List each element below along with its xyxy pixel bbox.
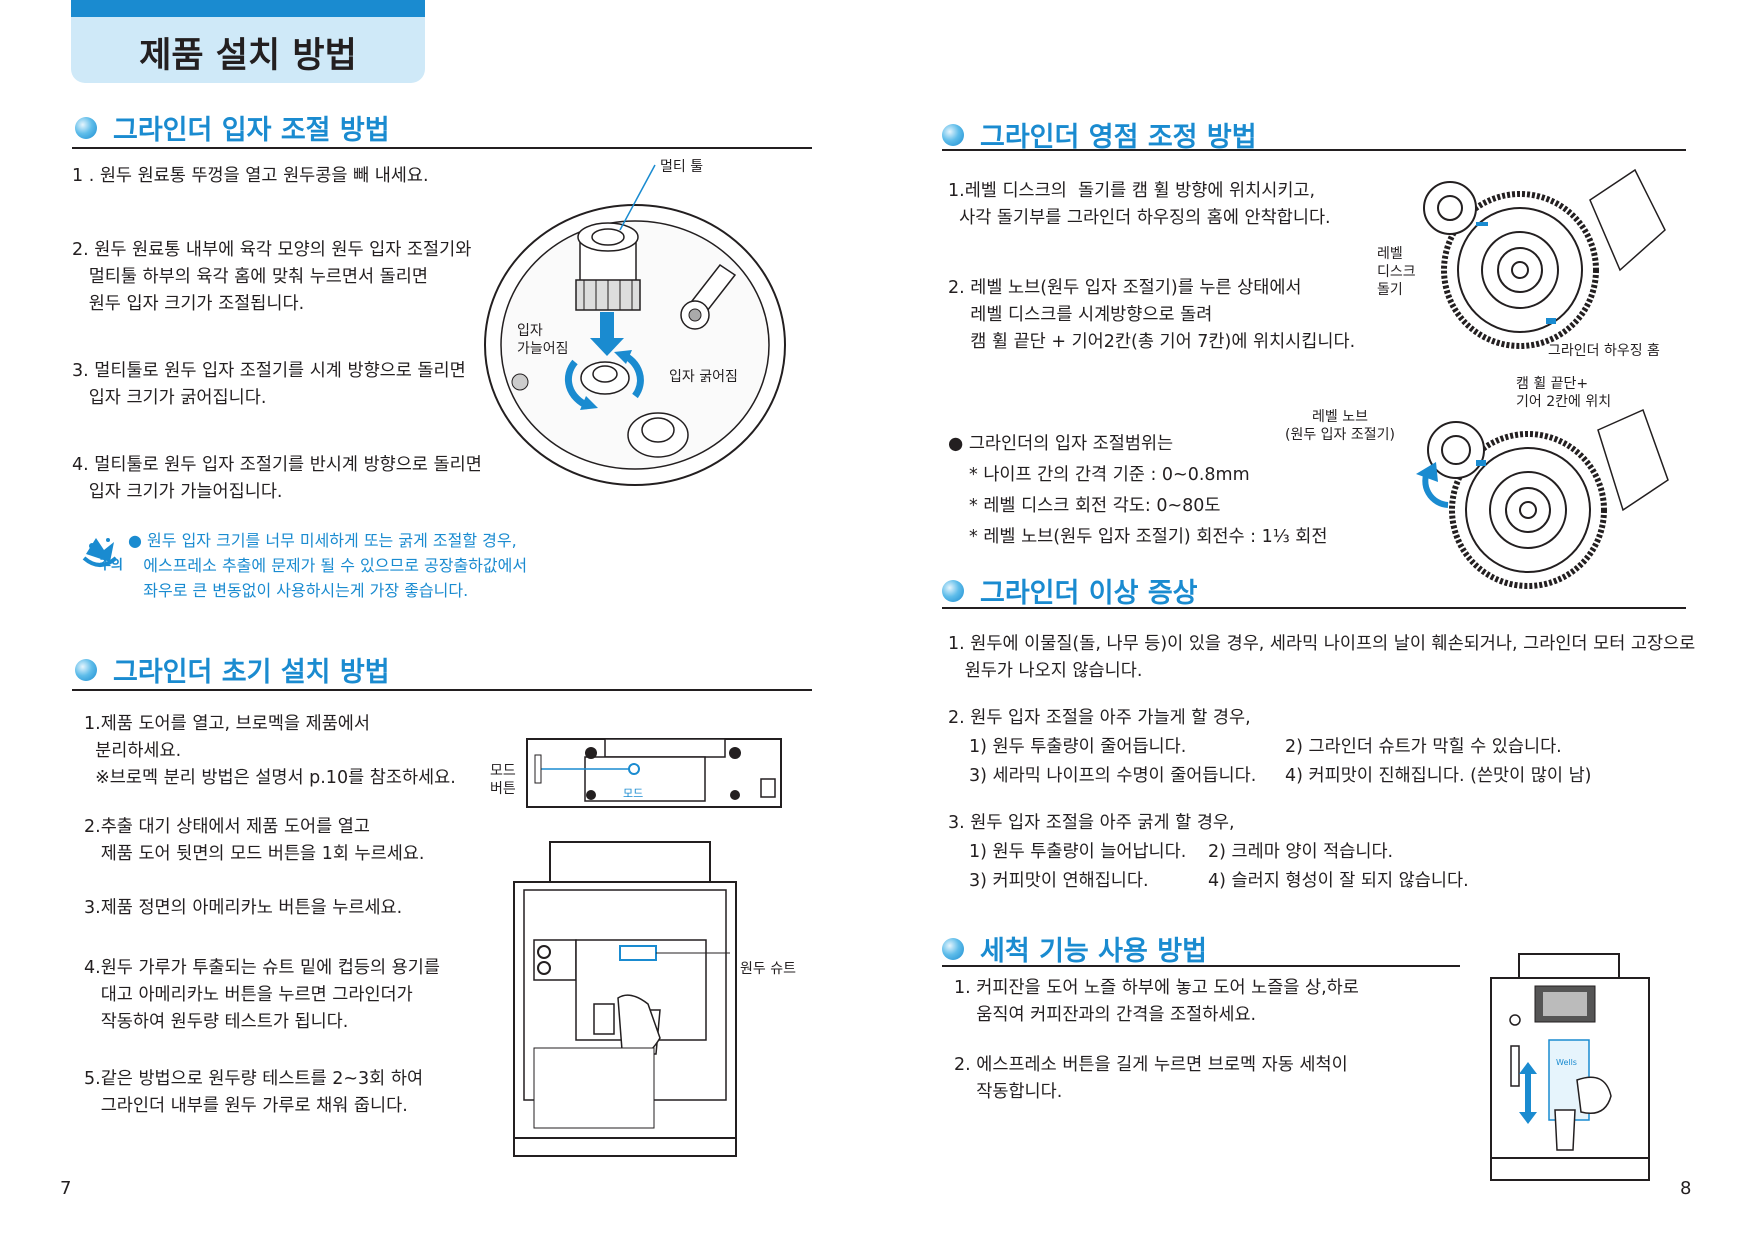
figure-label: 그라인더 하우징 홈 (1548, 343, 1660, 359)
grinder-top-view-figure (480, 150, 810, 490)
step-text: 4. 멀티툴로 원두 입자 조절기를 반시계 방향으로 돌리면 입자 크기가 가… (72, 455, 482, 502)
abnormal-sub: 4) 커피맛이 진해집니다. (쓴맛이 많이 남) (1285, 766, 1592, 786)
step-text: 5.같은 방법으로 원두량 테스트를 2~3회 하여 그라인더 내부를 원두 가… (84, 1069, 424, 1116)
page-title: 제품 설치 방법 (139, 36, 357, 76)
section-rule (942, 965, 1460, 967)
figure-label: 원두 슈트 (740, 961, 796, 977)
caution-icon (78, 532, 122, 576)
step-text: 1. 커피잔을 도어 노즐 하부에 놓고 도어 노즐을 상,하로 움직여 커피잔… (954, 978, 1359, 1025)
caution-text: ● 원두 입자 크기를 너무 미세하게 또는 굵게 조절할 경우, 에스프레소 … (128, 531, 528, 600)
abnormal-sub: 1) 원두 투출량이 줄어듭니다. (969, 737, 1187, 757)
step-text: 2. 에스프레소 버튼을 길게 누르면 브로멕 자동 세척이 작동합니다. (954, 1055, 1348, 1102)
step-text: 2.추출 대기 상태에서 제품 도어를 열고 제품 도어 뒷면의 모드 버튼을 … (84, 817, 425, 864)
section-heading-initial-setup: 그라인더 초기 설치 방법 (75, 650, 390, 689)
page-title-tab: 제품 설치 방법 (71, 0, 425, 83)
abnormal-item: 3. 원두 입자 조절을 아주 굵게 할 경우, (948, 813, 1235, 833)
figure-label: 캠 휠 끝단+ 기어 2칸에 위치 (1516, 376, 1612, 410)
step-text: 4.원두 가루가 투출되는 슈트 밑에 컵등의 용기를 대고 아메리카노 버튼을… (84, 958, 440, 1032)
bullet-dot-icon (942, 123, 964, 146)
abnormal-sub: 2) 크레마 양이 적습니다. (1208, 842, 1394, 862)
figure-label: 입자 굵어짐 (669, 369, 738, 385)
range-item: * 나이프 간의 간격 기준 : 0~0.8mm (969, 465, 1250, 485)
section-heading-grind-adjust: 그라인더 입자 조절 방법 (75, 108, 390, 147)
step-text: 3. 멀티툴로 원두 입자 조절기를 시계 방향으로 돌리면 입자 크기가 굵어… (72, 361, 466, 408)
bullet-dot-icon (942, 937, 964, 960)
machine-front-figure (1485, 950, 1655, 1185)
section-rule (942, 607, 1686, 609)
figure-label: 모드 (623, 787, 644, 800)
page-number: 7 (60, 1178, 72, 1199)
step-text: 1.제품 도어를 열고, 브로멕을 제품에서 분리하세요. ※브로멕 분리 방법… (84, 714, 456, 788)
abnormal-sub: 1) 원두 투출량이 늘어납니다. (969, 842, 1187, 862)
range-item: * 레벨 디스크 회전 각도: 0~80도 (969, 496, 1221, 516)
section-rule (72, 689, 812, 691)
grinder-gear-figure-bottom (1408, 400, 1678, 590)
range-heading: ● 그라인더의 입자 조절범위는 (948, 434, 1174, 454)
section-heading-zero-adjust: 그라인더 영점 조정 방법 (942, 115, 1257, 154)
caution-badge: 주의 (99, 558, 123, 573)
abnormal-sub: 3) 세라믹 나이프의 수명이 줄어듭니다. (969, 766, 1257, 786)
range-item: * 레벨 노브(원두 입자 조절기) 회전수 : 1⅓ 회전 (969, 527, 1328, 547)
abnormal-sub: 4) 슬러지 형성이 잘 되지 않습니다. (1208, 871, 1469, 891)
abnormal-item: 2. 원두 입자 조절을 아주 가늘게 할 경우, (948, 708, 1251, 728)
figure-label: 입자 가늘어짐 (517, 323, 569, 357)
grinder-gear-figure-top (1420, 160, 1670, 350)
step-text: 3.제품 정면의 아메리카노 버튼을 누르세요. (84, 898, 403, 918)
step-text: 2. 레벨 노브(원두 입자 조절기)를 누른 상태에서 레벨 디스크를 시계방… (948, 278, 1356, 352)
figure-label: 멀티 툴 (660, 159, 704, 175)
title-accent-bar (71, 0, 425, 17)
abnormal-item: 1. 원두에 이물질(돌, 나무 등)이 있을 경우, 세라믹 나이프의 날이 … (948, 634, 1696, 681)
door-back-figure (525, 735, 785, 810)
step-text: 1.레벨 디스크의 돌기를 캠 휠 방향에 위치시키고, 사각 돌기부를 그라인… (948, 181, 1331, 228)
section-rule (72, 147, 812, 149)
abnormal-sub: 2) 그라인더 슈트가 막힐 수 있습니다. (1285, 737, 1562, 757)
bullet-dot-icon (75, 658, 97, 681)
abnormal-sub: 3) 커피맛이 연해집니다. (969, 871, 1149, 891)
step-text: 1 . 원두 원료통 뚜껑을 열고 원두콩을 빼 내세요. (72, 166, 429, 186)
brand-label: Wells (1556, 1058, 1577, 1067)
section-heading-cleaning: 세척 기능 사용 방법 (942, 929, 1207, 968)
figure-label: 모드 버튼 (490, 763, 516, 797)
step-text: 2. 원두 원료통 내부에 육각 모양의 원두 입자 조절기와 멀티툴 하부의 … (72, 240, 472, 314)
section-heading-abnormal: 그라인더 이상 증상 (942, 571, 1198, 610)
bullet-dot-icon (75, 116, 97, 139)
section-rule (942, 149, 1686, 151)
figure-label: 레벨 디스크 돌기 (1377, 246, 1416, 298)
bullet-dot-icon (942, 579, 964, 602)
machine-interior-figure (510, 838, 740, 1160)
figure-label: 레벨 노브 (원두 입자 조절기) (1285, 409, 1395, 443)
page-number: 8 (1680, 1178, 1692, 1199)
